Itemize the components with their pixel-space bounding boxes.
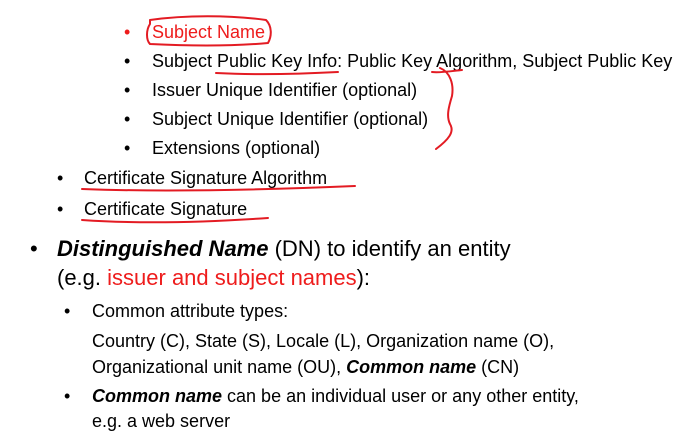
item-cert-sig-alg: Certificate Signature Algorithm <box>84 168 328 188</box>
bullet-extensions: • <box>124 138 131 158</box>
ink-underline-public-key-info <box>215 71 339 76</box>
item-extensions: Extensions (optional) <box>152 138 321 158</box>
ink-brace <box>435 67 454 150</box>
bullet-subject-uid: • <box>124 109 131 129</box>
dn-examples: issuer and subject names <box>107 265 357 290</box>
bullet-common-name: • <box>64 386 71 406</box>
common-name-line-1: Common name can be an individual user or… <box>92 386 579 406</box>
item-subject-uid: Subject Unique Identifier (optional) <box>152 109 429 129</box>
attr-types-line-1: Country (C), State (S), Locale (L), Orga… <box>92 331 555 351</box>
public-key-info-term: Public Key Info <box>217 51 338 71</box>
common-name-line-2: e.g. a web server <box>92 411 231 431</box>
common-name-term: Common name <box>346 357 477 377</box>
item-subject-name: Subject Name <box>152 22 266 42</box>
common-name-term-2: Common name <box>92 386 223 406</box>
bullet-issuer-uid: • <box>124 80 131 100</box>
dn-term: Distinguished Name <box>57 236 269 261</box>
item-cert-sig: Certificate Signature <box>84 199 248 219</box>
item-issuer-uid: Issuer Unique Identifier (optional) <box>152 80 418 100</box>
bullet-public-key-info: • <box>124 51 131 71</box>
bullet-cert-sig: • <box>57 199 64 219</box>
attr-types-line-2: Organizational unit name (OU), Common na… <box>92 357 520 377</box>
item-public-key-info: Subject Public Key Info: Public Key Algo… <box>152 51 673 71</box>
bullet-subject-name: • <box>124 22 131 42</box>
bullet-dn: • <box>30 236 38 261</box>
bullet-cert-sig-alg: • <box>57 168 64 188</box>
dn-line-2: (e.g. issuer and subject names): <box>57 265 371 290</box>
dn-line-1: Distinguished Name (DN) to identify an e… <box>57 236 511 261</box>
attr-types-label: Common attribute types: <box>92 301 289 321</box>
bullet-attr-types: • <box>64 301 71 321</box>
